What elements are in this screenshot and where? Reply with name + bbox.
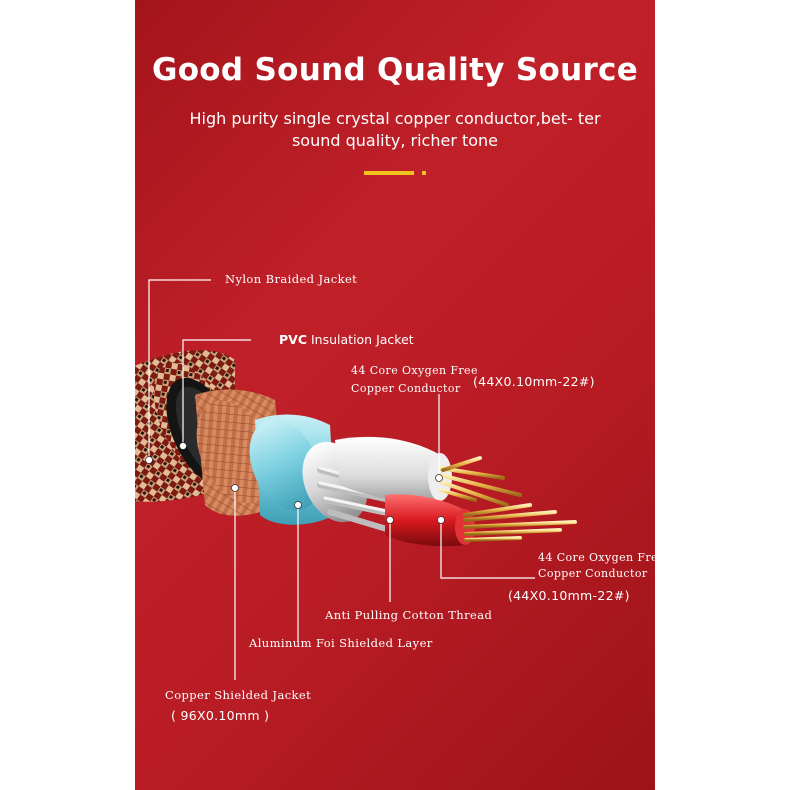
core-bottom-spec: (44X0.10mm-22#) bbox=[508, 588, 630, 603]
cotton-thread-label: Anti Pulling Cotton Thread bbox=[325, 608, 493, 622]
core-top-spec: (44X0.10mm-22#) bbox=[473, 374, 595, 389]
cable-cross-section-illustration bbox=[135, 279, 577, 680]
core-bottom-label-line1: 44 Core Oxygen Free bbox=[538, 551, 655, 564]
core-bottom-label-line2: Copper Conductor bbox=[538, 567, 648, 580]
accent-bar bbox=[364, 171, 414, 175]
aluminum-layer-label: Aluminum Foi Shielded Layer bbox=[249, 636, 433, 650]
copper-jacket-spec: ( 96X0.10mm ) bbox=[171, 708, 270, 723]
pvc-label-strong: PVC bbox=[279, 332, 308, 347]
core-top-label-line2: Copper Conductor bbox=[351, 382, 461, 395]
core-top-label-line1: 44 Core Oxygen Free bbox=[351, 364, 478, 377]
copper-jacket-label: Copper Shielded Jacket bbox=[165, 688, 312, 702]
pvc-jacket-label: PVC Insulation Jacket bbox=[279, 332, 414, 347]
accent-dot bbox=[422, 171, 426, 175]
product-infographic: Good Sound Quality Source High purity si… bbox=[135, 0, 655, 790]
page-subtitle: High purity single crystal copper conduc… bbox=[189, 109, 601, 150]
page-title: Good Sound Quality Source bbox=[151, 52, 639, 88]
nylon-jacket-label: Nylon Braided Jacket bbox=[225, 272, 358, 286]
pvc-label-rest: Insulation Jacket bbox=[307, 332, 414, 347]
